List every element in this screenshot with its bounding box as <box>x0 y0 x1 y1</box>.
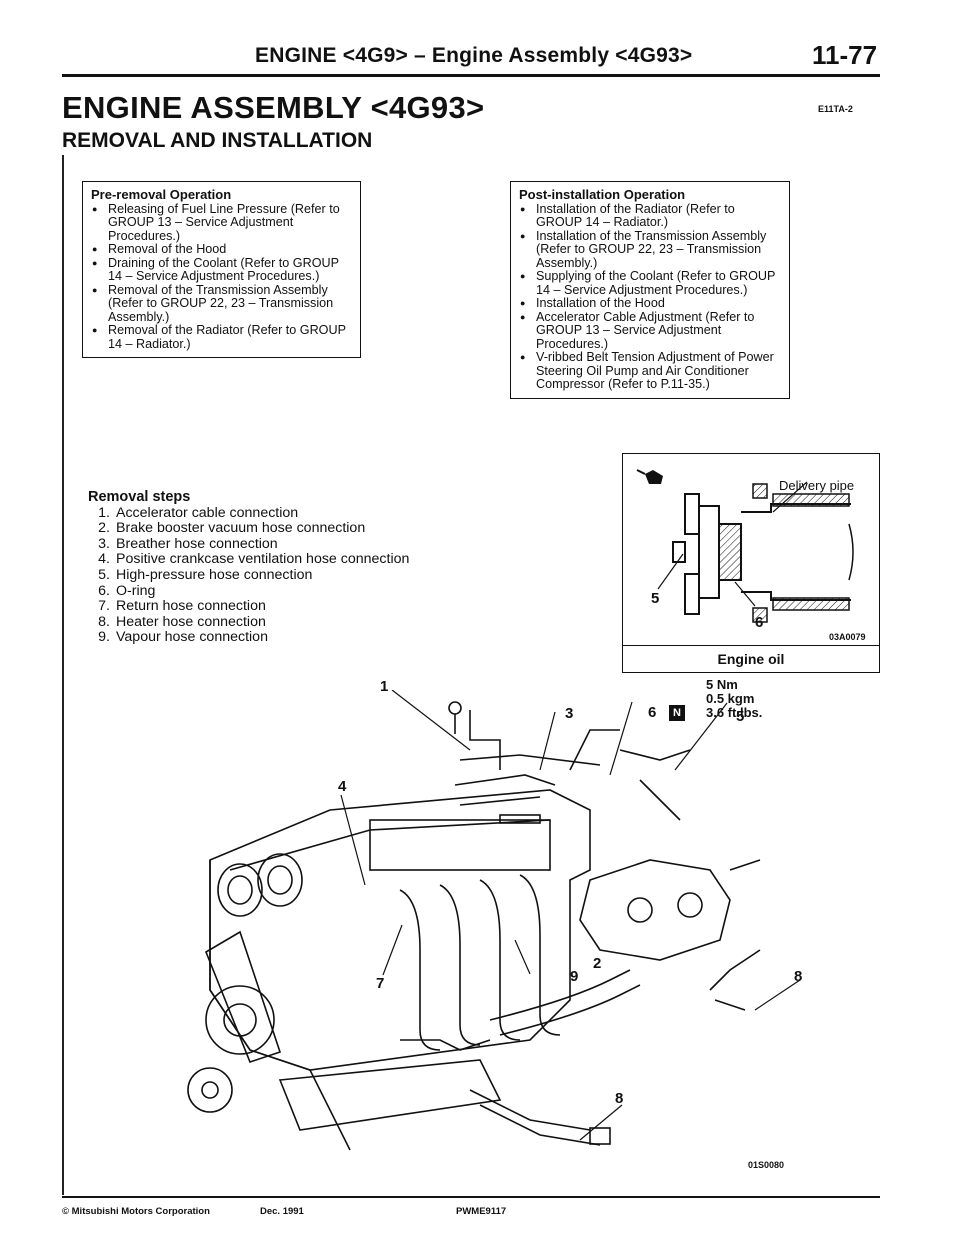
list-item: V-ribbed Belt Tension Adjustment of Powe… <box>519 350 781 392</box>
list-item: Installation of the Radiator (Refer to G… <box>519 202 781 230</box>
header-rule <box>62 74 880 77</box>
callout-9: 9 <box>570 968 579 985</box>
post-installation-heading: Post-installation Operation <box>519 187 686 202</box>
footer-pub-code: PWME9117 <box>456 1206 507 1217</box>
page-number: 11-77 <box>812 40 878 70</box>
footer-date: Dec. 1991 <box>260 1206 304 1217</box>
pre-removal-box: Pre-removal Operation Releasing of Fuel … <box>82 181 361 358</box>
footer-copyright: © Mitsubishi Motors Corporation <box>62 1206 210 1217</box>
list-item: Accelerator Cable Adjustment (Refer to G… <box>519 310 781 352</box>
post-installation-list: Installation of the Radiator (Refer to G… <box>519 202 781 392</box>
pre-removal-list: Releasing of Fuel Line Pressure (Refer t… <box>91 202 352 352</box>
removal-steps-heading: Removal steps <box>88 489 191 505</box>
list-item: Draining of the Coolant (Refer to GROUP … <box>91 256 352 284</box>
callout-6: 6 <box>648 704 657 721</box>
delivery-pipe-label: Delivery pipe <box>779 478 855 493</box>
delivery-pipe-drawing <box>636 469 854 623</box>
list-item: 5.High-pressure hose connection <box>98 566 313 583</box>
callout-3: 3 <box>565 705 574 722</box>
callout-7: 7 <box>376 975 385 992</box>
list-item: 3.Breather hose connection <box>98 535 278 552</box>
delivery-pipe-inset: Delivery pipe 5 6 03A0079 Engine oil <box>622 453 880 673</box>
margin-rule <box>62 155 64 1195</box>
list-item: Installation of the Transmission Assembl… <box>519 229 781 271</box>
callout-5: 5 <box>736 708 745 725</box>
page-title: ENGINE ASSEMBLY <4G93> <box>62 90 485 125</box>
list-item: Removal of the Transmission Assembly (Re… <box>91 283 352 325</box>
pre-removal-heading: Pre-removal Operation <box>91 187 232 202</box>
figure-code: 01S0080 <box>748 1160 785 1170</box>
list-item: 7.Return hose connection <box>98 598 266 615</box>
torque-spec: 5 Nm 0.5 kgm 3.6 ft.lbs. <box>706 678 762 720</box>
list-item: 2.Brake booster vacuum hose connection <box>98 520 366 537</box>
callout-8-lower: 8 <box>615 1090 624 1107</box>
removal-steps: Removal steps 1.Accelerator cable connec… <box>88 489 410 646</box>
list-item: 9.Vapour hose connection <box>98 629 268 646</box>
list-item: 4.Positive crankcase ventilation hose co… <box>98 551 410 568</box>
n-badge-icon: N <box>669 705 685 721</box>
callout-1: 1 <box>380 678 389 695</box>
torque-kgm: 0.5 kgm <box>706 691 755 706</box>
running-header: ENGINE <4G9> – Engine Assembly <4G93> <box>255 44 693 67</box>
section-code: E11TA-2 <box>818 104 853 114</box>
callout-4: 4 <box>338 778 347 795</box>
list-item: 8.Heater hose connection <box>98 613 266 630</box>
footer-rule <box>62 1196 880 1198</box>
torque-ftlbs: 3.6 ft.lbs. <box>706 705 763 720</box>
callout-8-right: 8 <box>794 968 803 985</box>
engine-assembly-drawing <box>187 690 801 1151</box>
post-installation-box: Post-installation Operation Installation… <box>510 181 790 399</box>
list-item: 6.O-ring <box>98 582 156 599</box>
oil-can-icon <box>636 469 663 484</box>
list-item: Releasing of Fuel Line Pressure (Refer t… <box>91 202 352 244</box>
list-item: 1.Accelerator cable connection <box>98 504 299 521</box>
inset-figure-code: 03A0079 <box>829 632 866 642</box>
list-item: Supplying of the Coolant (Refer to GROUP… <box>519 269 781 297</box>
callout-5-inset: 5 <box>651 590 660 607</box>
section-subtitle: REMOVAL AND INSTALLATION <box>62 129 373 152</box>
torque-nm: 5 Nm <box>706 677 738 692</box>
removal-steps-list: 1.Accelerator cable connection 2.Brake b… <box>88 504 410 646</box>
list-item: Installation of the Hood <box>519 296 781 311</box>
inset-caption: Engine oil <box>623 645 879 672</box>
list-item: Removal of the Radiator (Refer to GROUP … <box>91 323 352 351</box>
callout-6-inset: 6 <box>755 614 764 631</box>
list-item: Removal of the Hood <box>91 242 352 257</box>
callout-2: 2 <box>593 955 602 972</box>
